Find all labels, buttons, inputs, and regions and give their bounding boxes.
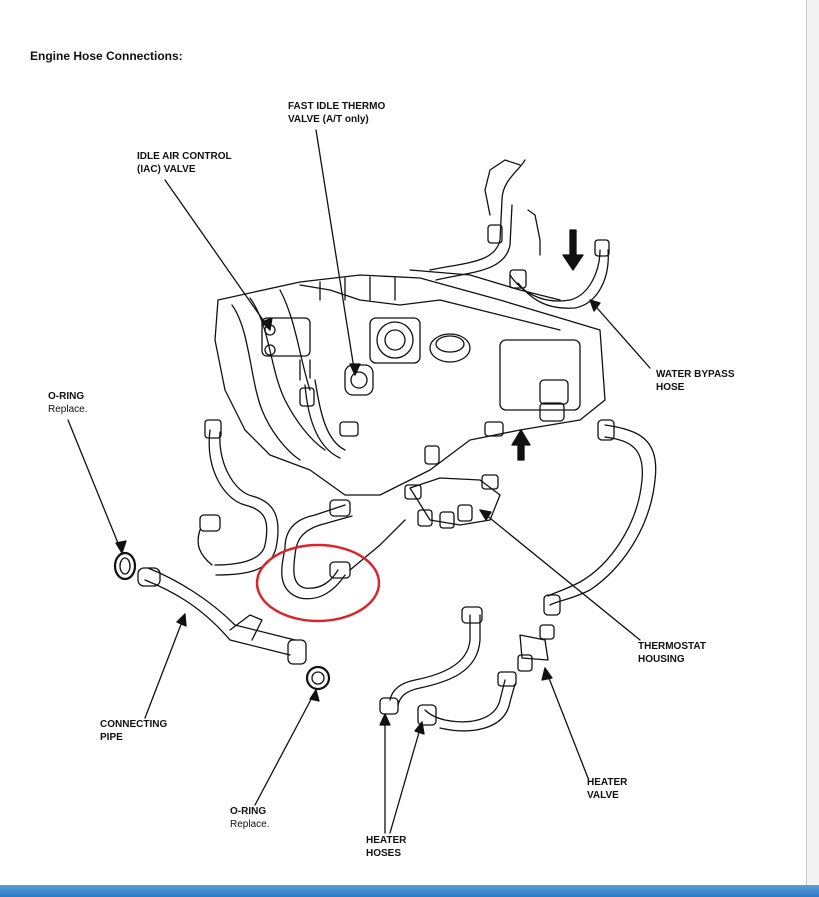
heater-hose-1 [389, 614, 471, 701]
label-fast-idle-line2: VALVE (A/T only) [288, 114, 369, 125]
label-fast-idle: FAST IDLE THERMO VALVE (A/T only) [288, 100, 385, 126]
heater-hose-2 [424, 679, 506, 723]
label-oring-bottom-title: O-RING [230, 806, 267, 817]
o-ring-bottom [305, 665, 331, 691]
leader-iac [164, 179, 271, 331]
label-oring-bottom-note: Replace. [230, 819, 270, 830]
label-iac: IDLE AIR CONTROL (IAC) VALVE [137, 150, 232, 176]
page-title: Engine Hose Connections: [30, 49, 183, 63]
label-thermostat-line2: HOUSING [638, 654, 685, 665]
label-fast-idle-line1: FAST IDLE THERMO [288, 101, 386, 112]
label-heater-hoses-line2: HOSES [366, 848, 402, 859]
label-heater-valve-line1: HEATER [587, 777, 628, 788]
leader-heater-hose-2 [389, 721, 423, 834]
label-heater-valve-line2: VALVE [587, 790, 619, 801]
label-oring-bottom: O-RING Replace. [230, 805, 269, 831]
label-water-bypass: WATER BYPASS HOSE [656, 368, 735, 394]
label-heater-hoses-line1: HEATER [366, 835, 407, 846]
connecting-pipe [144, 579, 291, 656]
label-heater-valve: HEATER VALVE [587, 776, 627, 802]
vertical-scrollbar[interactable] [806, 0, 819, 885]
leader-thermostat [479, 509, 641, 641]
leader-water-bypass [589, 299, 651, 369]
label-thermostat-line1: THERMOSTAT [638, 641, 706, 652]
label-connecting-pipe: CONNECTING PIPE [100, 718, 167, 744]
o-ring-top [113, 551, 137, 581]
heater-valve [519, 634, 549, 661]
label-water-bypass-line2: HOSE [656, 382, 685, 393]
intake-manifold [214, 274, 606, 496]
label-oring-top-note: Replace. [48, 404, 88, 415]
label-iac-line1: IDLE AIR CONTROL [137, 151, 232, 162]
thermostat-housing [409, 477, 501, 526]
iac-valve [261, 317, 311, 357]
leader-heater-valve [544, 667, 589, 779]
leader-oring-bottom [254, 689, 317, 806]
label-oring-top-title: O-RING [48, 391, 85, 402]
leader-connecting [144, 613, 186, 719]
leader-fast-idle [315, 129, 356, 376]
leader-oring-top [67, 419, 123, 554]
label-connecting-line1: CONNECTING [100, 719, 168, 730]
highlight-circle [255, 543, 381, 623]
water-bypass-hose [429, 159, 526, 271]
engine-diagram [67, 129, 657, 834]
label-thermostat: THERMOSTAT HOUSING [638, 640, 706, 666]
throttle-body [376, 321, 414, 359]
label-heater-hoses: HEATER HOSES [366, 834, 406, 860]
taskbar [0, 885, 819, 897]
label-oring-top: O-RING Replace. [48, 390, 87, 416]
label-iac-line2: (IAC) VALVE [137, 164, 196, 175]
bypass-hose-highlighted [281, 504, 346, 600]
diagram-page: Engine Hose Connections: [30, 49, 735, 860]
fast-idle-thermo-valve [344, 364, 374, 396]
label-connecting-line2: PIPE [100, 732, 123, 743]
label-water-bypass-line1: WATER BYPASS [656, 369, 735, 380]
